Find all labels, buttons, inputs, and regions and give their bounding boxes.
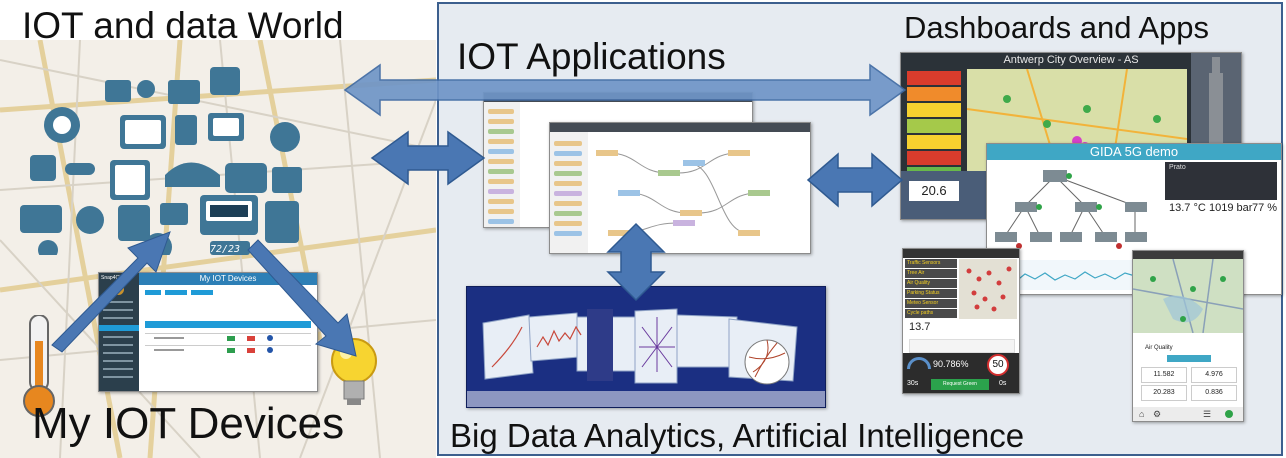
layer-item-cycle[interactable]: Cycle paths: [905, 309, 957, 318]
left-timer: 30s: [907, 380, 919, 387]
my-iot-devices-title: My IOT Devices: [32, 399, 345, 448]
weather-city: Prato: [1169, 164, 1186, 171]
layer-menu: Traffic Sensors Tree Air Air Quality Par…: [905, 259, 957, 319]
gida-dashboard-title: GIDA 5G demo: [1089, 144, 1179, 159]
apps-to-bigdata-arrow: [606, 222, 666, 302]
iot-world-title: IOT and data World: [22, 5, 344, 46]
gida-chart: [994, 260, 1155, 290]
layer-item-parking[interactable]: Parking Status: [905, 289, 957, 298]
pressure-value: 1019 bar: [1209, 202, 1253, 214]
gauge-row: 90.786% 50: [903, 353, 1019, 377]
brand-name: Snap4City: [101, 275, 125, 281]
aq-value-3: 20.283: [1141, 385, 1187, 401]
home-icon[interactable]: ⌂: [1139, 409, 1145, 419]
bottom-control-row: 30s Request Green 0s: [903, 377, 1019, 393]
air-quality-tab[interactable]: [1167, 355, 1211, 362]
settings-icon[interactable]: ⚙: [1153, 409, 1162, 419]
user-icon[interactable]: [1225, 410, 1233, 418]
mobile-app-right-screenshot: Air Quality 11.582 4.976 20.283 0.836 ⌂ …: [1132, 250, 1244, 422]
my-iot-devices-screenshot: Snap4City My IOT Devices: [98, 272, 318, 392]
speed-limit-value: 50: [992, 359, 1004, 370]
gida-network-diagram: [995, 170, 1147, 249]
world-to-dashboards-arrow: [343, 63, 907, 117]
antwerp-dashboard-title: Antwerp City Overview - AS: [1003, 54, 1139, 66]
sensor-to-cloud-arrow: [51, 231, 171, 353]
right-timer: 0s: [999, 380, 1007, 387]
world-to-apps-arrow: [370, 130, 486, 186]
big-data-analytics-image: [466, 286, 826, 408]
analytics-collage: [467, 308, 825, 407]
dashboards-apps-title: Dashboards and Apps: [904, 10, 1210, 45]
mini-chart: [909, 339, 1015, 353]
air-quality-section-title: Air Quality: [1145, 345, 1173, 351]
devices-app-title: My IOT Devices: [199, 274, 257, 283]
gauge-icon: [907, 357, 931, 369]
request-green-button[interactable]: Request Green: [931, 379, 989, 390]
mobile-nav-bar: ⌂ ⚙ ☰: [1133, 407, 1243, 421]
iot-icon-cluster: [20, 67, 302, 255]
apps-to-dashboards-arrow: [806, 152, 904, 208]
devices-table-header: [145, 321, 311, 328]
mobile-right-map: [1133, 258, 1243, 334]
layer-item-air-quality[interactable]: Air Quality: [905, 279, 957, 288]
layer-item-meteo[interactable]: Meteo Sensor: [905, 299, 957, 308]
aq-value-1: 11.582: [1141, 367, 1187, 383]
mobile-map: [959, 259, 1017, 319]
humidity-value: 77 %: [1252, 202, 1278, 214]
aq-value-4: 0.836: [1191, 385, 1237, 401]
layer-item-traffic[interactable]: Traffic Sensors: [905, 259, 957, 268]
thermometer-icon: [23, 315, 55, 417]
speed-limit-sign: 50: [987, 354, 1009, 376]
menu-icon[interactable]: ☰: [1203, 409, 1212, 419]
iot-applications-title: IOT Applications: [457, 36, 726, 77]
reading-value-display: 13.7: [909, 321, 931, 333]
iot-world-section: 72/23 Snap4City My IOT Devices: [0, 0, 436, 458]
weather-panel: Prato: [1165, 162, 1277, 200]
flow-editor-screenshot-front: [549, 122, 811, 254]
flow-wires: [596, 150, 770, 236]
percentage-value: 90.786%: [933, 359, 969, 369]
mobile-app-left-screenshot: Traffic Sensors Tree Air Air Quality Par…: [902, 248, 1020, 394]
aq-value-2: 4.976: [1191, 367, 1237, 383]
thermostat-display: 72/23: [209, 244, 241, 255]
antwerp-value: 20.6: [909, 181, 959, 201]
traffic-indicator-column: [907, 71, 961, 191]
device-arrows: [51, 231, 357, 357]
gida-header: GIDA 5G demo: [987, 144, 1281, 160]
big-data-title: Big Data Analytics, Artificial Intellige…: [450, 417, 1025, 454]
cloud-to-actuator-arrow: [247, 239, 357, 357]
layer-item-tree-air[interactable]: Tree Air: [905, 269, 957, 278]
temperature-value: 13.7 °C: [1169, 202, 1206, 214]
